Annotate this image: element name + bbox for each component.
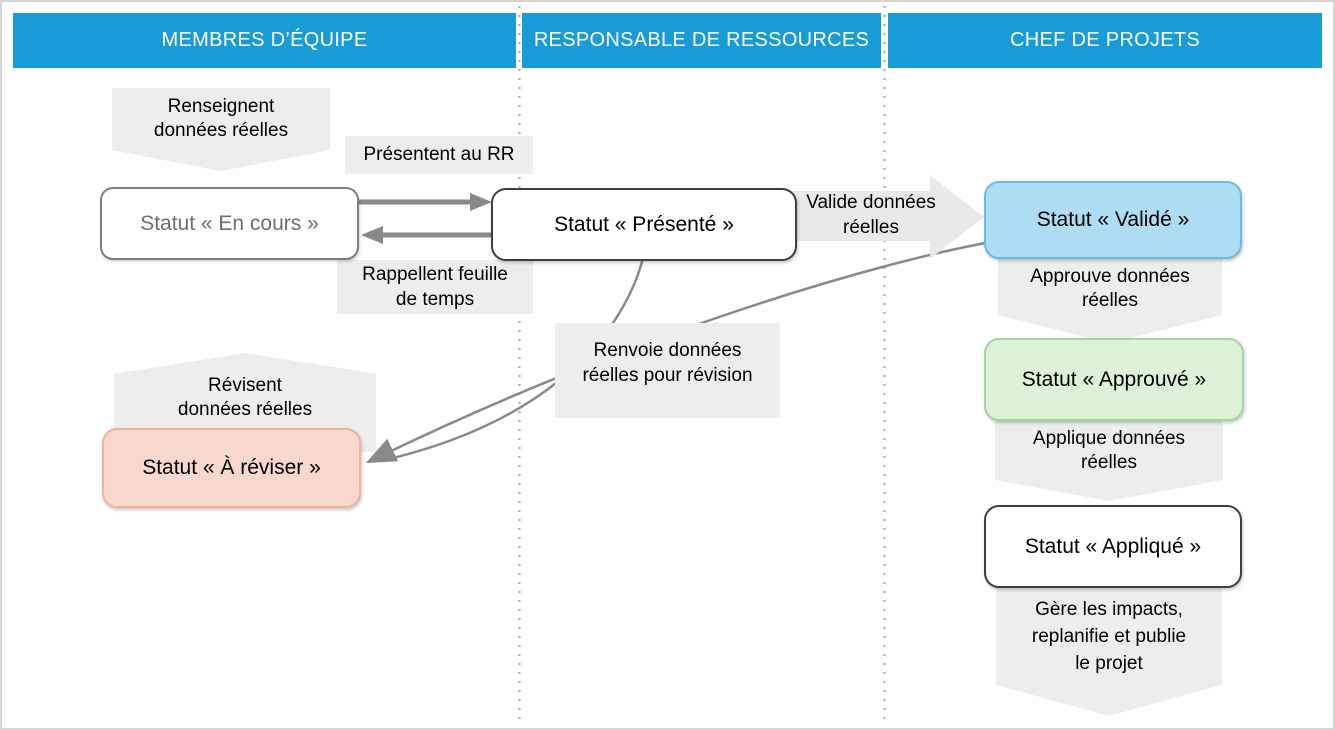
status-box-applique: Statut « Appliqué »: [984, 505, 1242, 588]
lane-header-chef-projets: CHEF DE PROJETS: [888, 13, 1322, 68]
status-box-label: Statut « Présenté »: [554, 212, 734, 236]
arrowhead-right-icon: [470, 193, 492, 211]
label-line: réelles: [1081, 452, 1137, 473]
label-presentent-au-rr: Présentent au RR: [345, 136, 533, 174]
lane-header-responsable-ressources: RESPONSABLE DE RESSOURCES: [522, 13, 881, 68]
status-box-a-reviser: Statut « À réviser »: [102, 428, 361, 508]
status-box-label: Statut « À réviser »: [142, 456, 321, 479]
label-valide-donnees-reelles: Valide données réelles: [795, 190, 947, 240]
label-line: données réelles: [177, 399, 313, 420]
label-renvoie-donnees-reelles: Renvoie données réelles pour révision: [555, 323, 780, 418]
label-line: Approuve données: [1030, 266, 1190, 287]
label-line: réelles: [1082, 290, 1138, 311]
label-line: données réelles: [153, 120, 289, 141]
label-line: Gère les impacts,: [1035, 599, 1183, 620]
label-line: Renseignent: [167, 96, 275, 117]
lane-header-membres-equipe: MEMBRES D’ÉQUIPE: [13, 13, 516, 68]
label-line: Valide données: [806, 192, 936, 213]
lane-header-label: CHEF DE PROJETS: [1009, 29, 1201, 51]
status-box-label: Statut « Approuvé »: [1021, 367, 1207, 391]
lane-header-label: MEMBRES D’ÉQUIPE: [161, 29, 368, 51]
label-line: Rappellent feuille: [362, 264, 508, 285]
label-gere-impacts-replanifie-publie: Gère les impacts, replanifie et publie l…: [996, 587, 1222, 716]
label-line: Applique données: [1032, 428, 1186, 449]
label-line: Présentent au RR: [363, 144, 515, 165]
status-box-valide: Statut « Validé »: [984, 181, 1242, 259]
lane-header-label: RESPONSABLE DE RESSOURCES: [533, 29, 870, 51]
label-line: de temps: [395, 289, 475, 310]
status-box-approuve: Statut « Approuvé »: [984, 338, 1244, 421]
label-line: Renvoie données: [593, 340, 742, 361]
label-rappellent-feuille-de-temps: Rappellent feuille de temps: [337, 260, 533, 314]
status-box-en-cours: Statut « En cours »: [100, 187, 359, 260]
arrowhead-left-icon: [361, 226, 383, 244]
label-line: Révisent: [208, 375, 282, 396]
block-arrow-valide: [793, 175, 984, 259]
status-box-label: Statut « Validé »: [1036, 208, 1190, 231]
label-line: réelles: [843, 217, 899, 238]
label-line: réelles pour révision: [582, 365, 753, 386]
label-line: replanifie et publie: [1031, 626, 1187, 647]
label-line: le projet: [1075, 653, 1143, 674]
status-box-label: Statut « Appliqué »: [1024, 534, 1202, 558]
status-box-label: Statut « En cours »: [140, 211, 319, 235]
status-box-presente: Statut « Présenté »: [491, 188, 797, 261]
